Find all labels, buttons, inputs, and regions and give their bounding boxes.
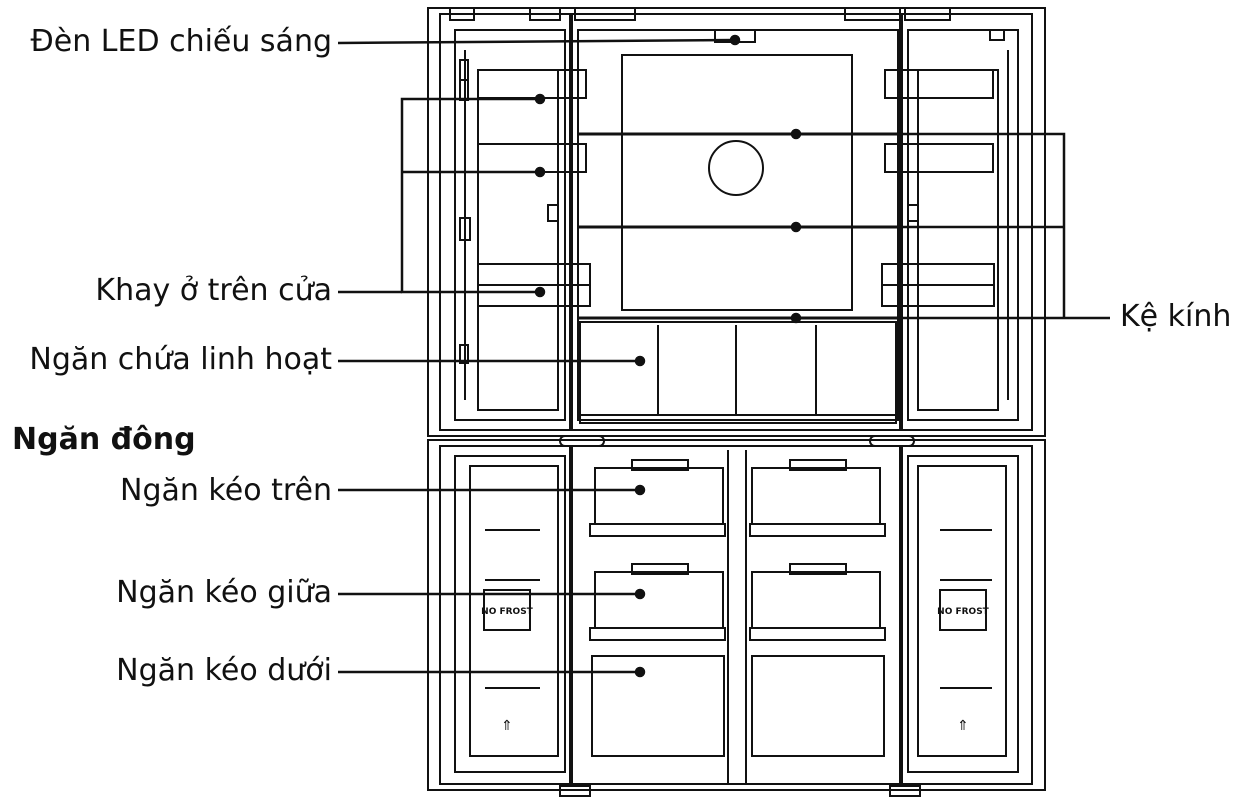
arrow-icon-right: ⇑ bbox=[957, 718, 969, 734]
label-flex-compartment: Ngăn chứa linh hoạt bbox=[29, 342, 332, 377]
fridge-compartment-outline bbox=[427, 7, 1046, 437]
no-frost-badge-right: NO FROST bbox=[937, 607, 990, 617]
leader-door-tray bbox=[338, 97, 540, 294]
right-door-inner bbox=[907, 29, 1019, 421]
fan-vent bbox=[708, 140, 764, 196]
freezer-drawers-right bbox=[749, 459, 886, 757]
label-middle-drawer: Ngăn kéo giữa bbox=[116, 575, 332, 610]
right-door-trays bbox=[881, 69, 995, 307]
label-led-light: Đèn LED chiếu sáng bbox=[30, 24, 332, 59]
freezer-drawers-left bbox=[589, 459, 726, 757]
label-door-tray: Khay ở trên cửa bbox=[95, 273, 332, 308]
label-top-drawer: Ngăn kéo trên bbox=[120, 473, 332, 508]
leader-led-light bbox=[337, 38, 736, 45]
left-door-trays bbox=[477, 69, 591, 307]
arrow-icon-left: ⇑ bbox=[501, 718, 513, 734]
freezer-left-door bbox=[454, 455, 566, 773]
freezer-right-door bbox=[907, 455, 1019, 773]
no-frost-badge-left: NO FROST bbox=[481, 607, 534, 617]
freezer-compartment-outline bbox=[427, 435, 1046, 797]
leader-glass-shelf bbox=[796, 132, 1110, 320]
flex-compartment bbox=[579, 321, 897, 416]
label-freezer-heading: Ngăn đông bbox=[12, 422, 196, 457]
label-bottom-drawer: Ngăn kéo dưới bbox=[116, 653, 332, 688]
label-glass-shelf: Kệ kính bbox=[1120, 299, 1232, 334]
